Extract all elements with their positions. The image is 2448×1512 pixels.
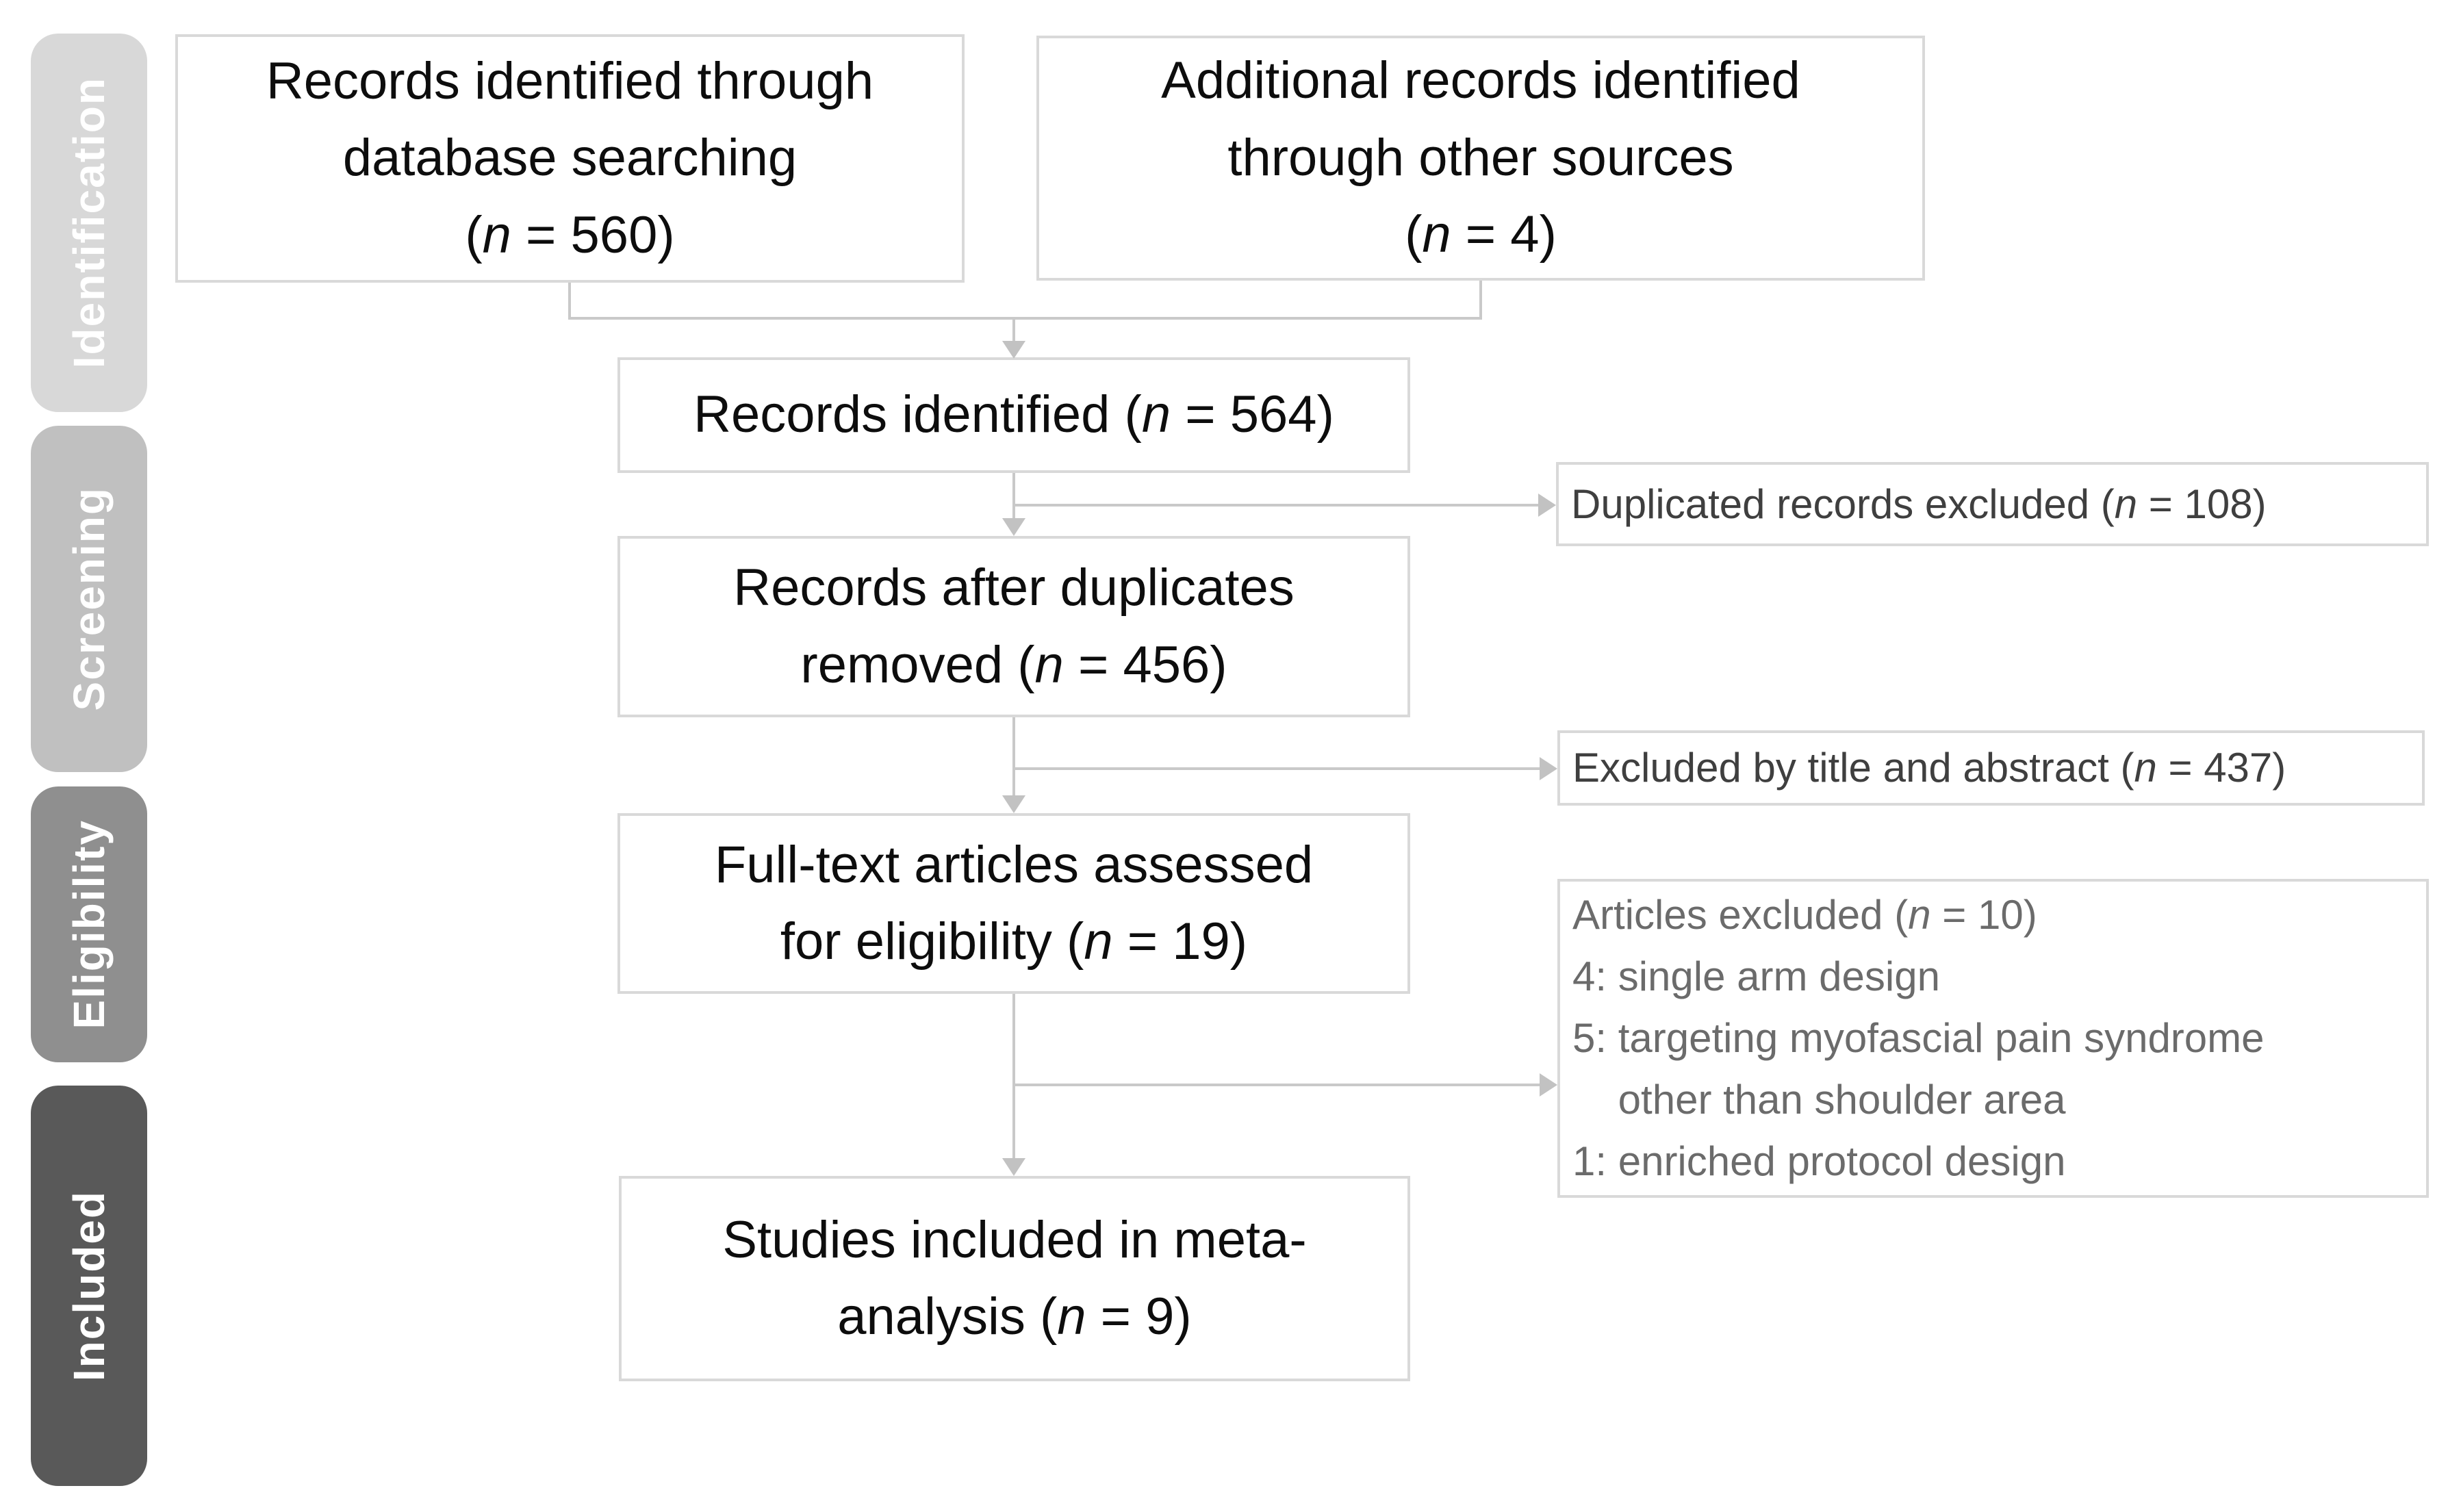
box-records-identified: Records identified (n = 564): [617, 357, 1410, 473]
stage-screening: Screening: [31, 426, 147, 772]
arrow-down-icon: [1002, 1158, 1025, 1176]
box-studies-included-text: Studies included in meta-analysis (n = 9…: [722, 1210, 1307, 1346]
stage-included-label: Included: [64, 1190, 114, 1382]
connector-duplicates-to-fulltext: [1012, 717, 1015, 797]
arrow-right-icon: [1540, 1073, 1557, 1097]
box-title-abstract-excluded: Excluded by title and abstract (n = 437): [1557, 730, 2425, 806]
box-duplicates-excluded-text: Duplicated records excluded (n = 108): [1571, 480, 2267, 527]
stage-included: Included: [31, 1086, 147, 1486]
box-articles-excluded-text: Articles excluded (n = 10)4: single arm …: [1572, 892, 2265, 1184]
box-title-abstract-excluded-text: Excluded by title and abstract (n = 437): [1572, 745, 2286, 791]
stage-eligibility: Eligibility: [31, 786, 147, 1062]
box-duplicates-excluded: Duplicated records excluded (n = 108): [1556, 462, 2429, 546]
arrow-down-icon: [1002, 795, 1025, 813]
box-records-identified-text: Records identified (n = 564): [693, 385, 1334, 444]
connector-branch-title-abstract: [1012, 767, 1541, 770]
connector-merge-vertical: [1012, 317, 1015, 342]
connector-merge-horizontal: [568, 317, 1482, 320]
stage-screening-label: Screening: [64, 487, 114, 711]
stage-identification-label: Identification: [64, 77, 114, 369]
connector-identified-to-duplicates: [1012, 473, 1015, 520]
connector-branch-articles-excluded: [1012, 1084, 1542, 1086]
connector-branch-duplicates-excluded: [1012, 504, 1540, 507]
arrow-down-icon: [1002, 518, 1025, 536]
connector-stub-db-search: [568, 283, 571, 320]
connector-fulltext-to-included: [1012, 994, 1015, 1159]
arrow-right-icon: [1540, 757, 1557, 780]
stage-eligibility-label: Eligibility: [64, 819, 114, 1029]
stage-identification: Identification: [31, 34, 147, 412]
arrow-right-icon: [1538, 494, 1556, 517]
box-studies-included: Studies included in meta-analysis (n = 9…: [619, 1176, 1410, 1381]
arrow-down-icon: [1002, 341, 1025, 359]
connector-stub-other-sources: [1479, 281, 1482, 320]
box-articles-excluded: Articles excluded (n = 10)4: single arm …: [1557, 879, 2429, 1198]
